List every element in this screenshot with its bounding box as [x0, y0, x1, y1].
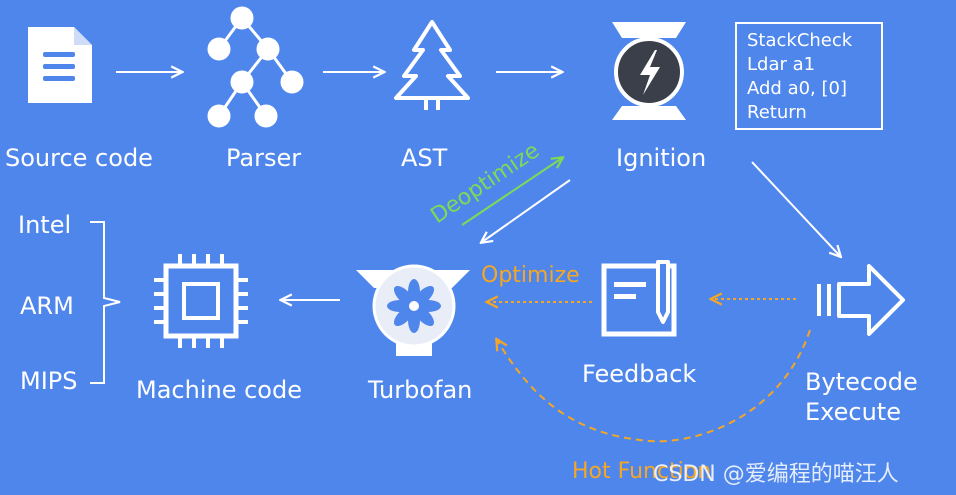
source-code-label: Source code [5, 144, 153, 172]
parser-label: Parser [226, 144, 302, 172]
ignition-label: Ignition [616, 144, 707, 172]
bytecode-listing: StackCheck Ldar a1 Add a0, [0] Return [735, 22, 883, 130]
optimize-label: Optimize [481, 263, 580, 288]
bytecode-execute-label-line2: Execute [805, 398, 901, 426]
hourglass-lightning-icon [612, 22, 686, 120]
notebook-pen-icon [601, 260, 677, 337]
arrow-ignition-to-turbofan [482, 179, 571, 242]
feedback-label: Feedback [582, 360, 697, 388]
arrow-hot-function [497, 329, 811, 443]
turbofan-label: Turbofan [368, 376, 473, 404]
watermark: CSDN @爱编程的喵汪人 [653, 462, 899, 487]
architecture-mips: MIPS [20, 367, 78, 395]
bytecode-execute-label-line1: Bytecode [805, 368, 918, 396]
arrow-deoptimize [461, 158, 562, 226]
bytecode-line: Ldar a1 [747, 54, 816, 75]
architecture-brace [90, 221, 121, 384]
bytecode-line: Return [747, 102, 807, 123]
tree-graph-icon [207, 6, 304, 128]
bytecode-line: StackCheck [747, 30, 853, 51]
ast-label: AST [401, 144, 448, 172]
document-icon [28, 27, 92, 103]
arrow-ignition-to-bytecode [751, 161, 840, 256]
machine-code-label: Machine code [136, 376, 302, 404]
hot-function-label: Hot Function [572, 459, 711, 484]
chip-icon [154, 254, 248, 348]
architecture-arm: ARM [20, 292, 74, 320]
pine-tree-icon [394, 20, 470, 110]
arrow-right-icon [817, 264, 905, 336]
architecture-intel: Intel [18, 211, 72, 239]
fan-icon [356, 264, 470, 356]
bytecode-line: Add a0, [0] [747, 78, 847, 99]
